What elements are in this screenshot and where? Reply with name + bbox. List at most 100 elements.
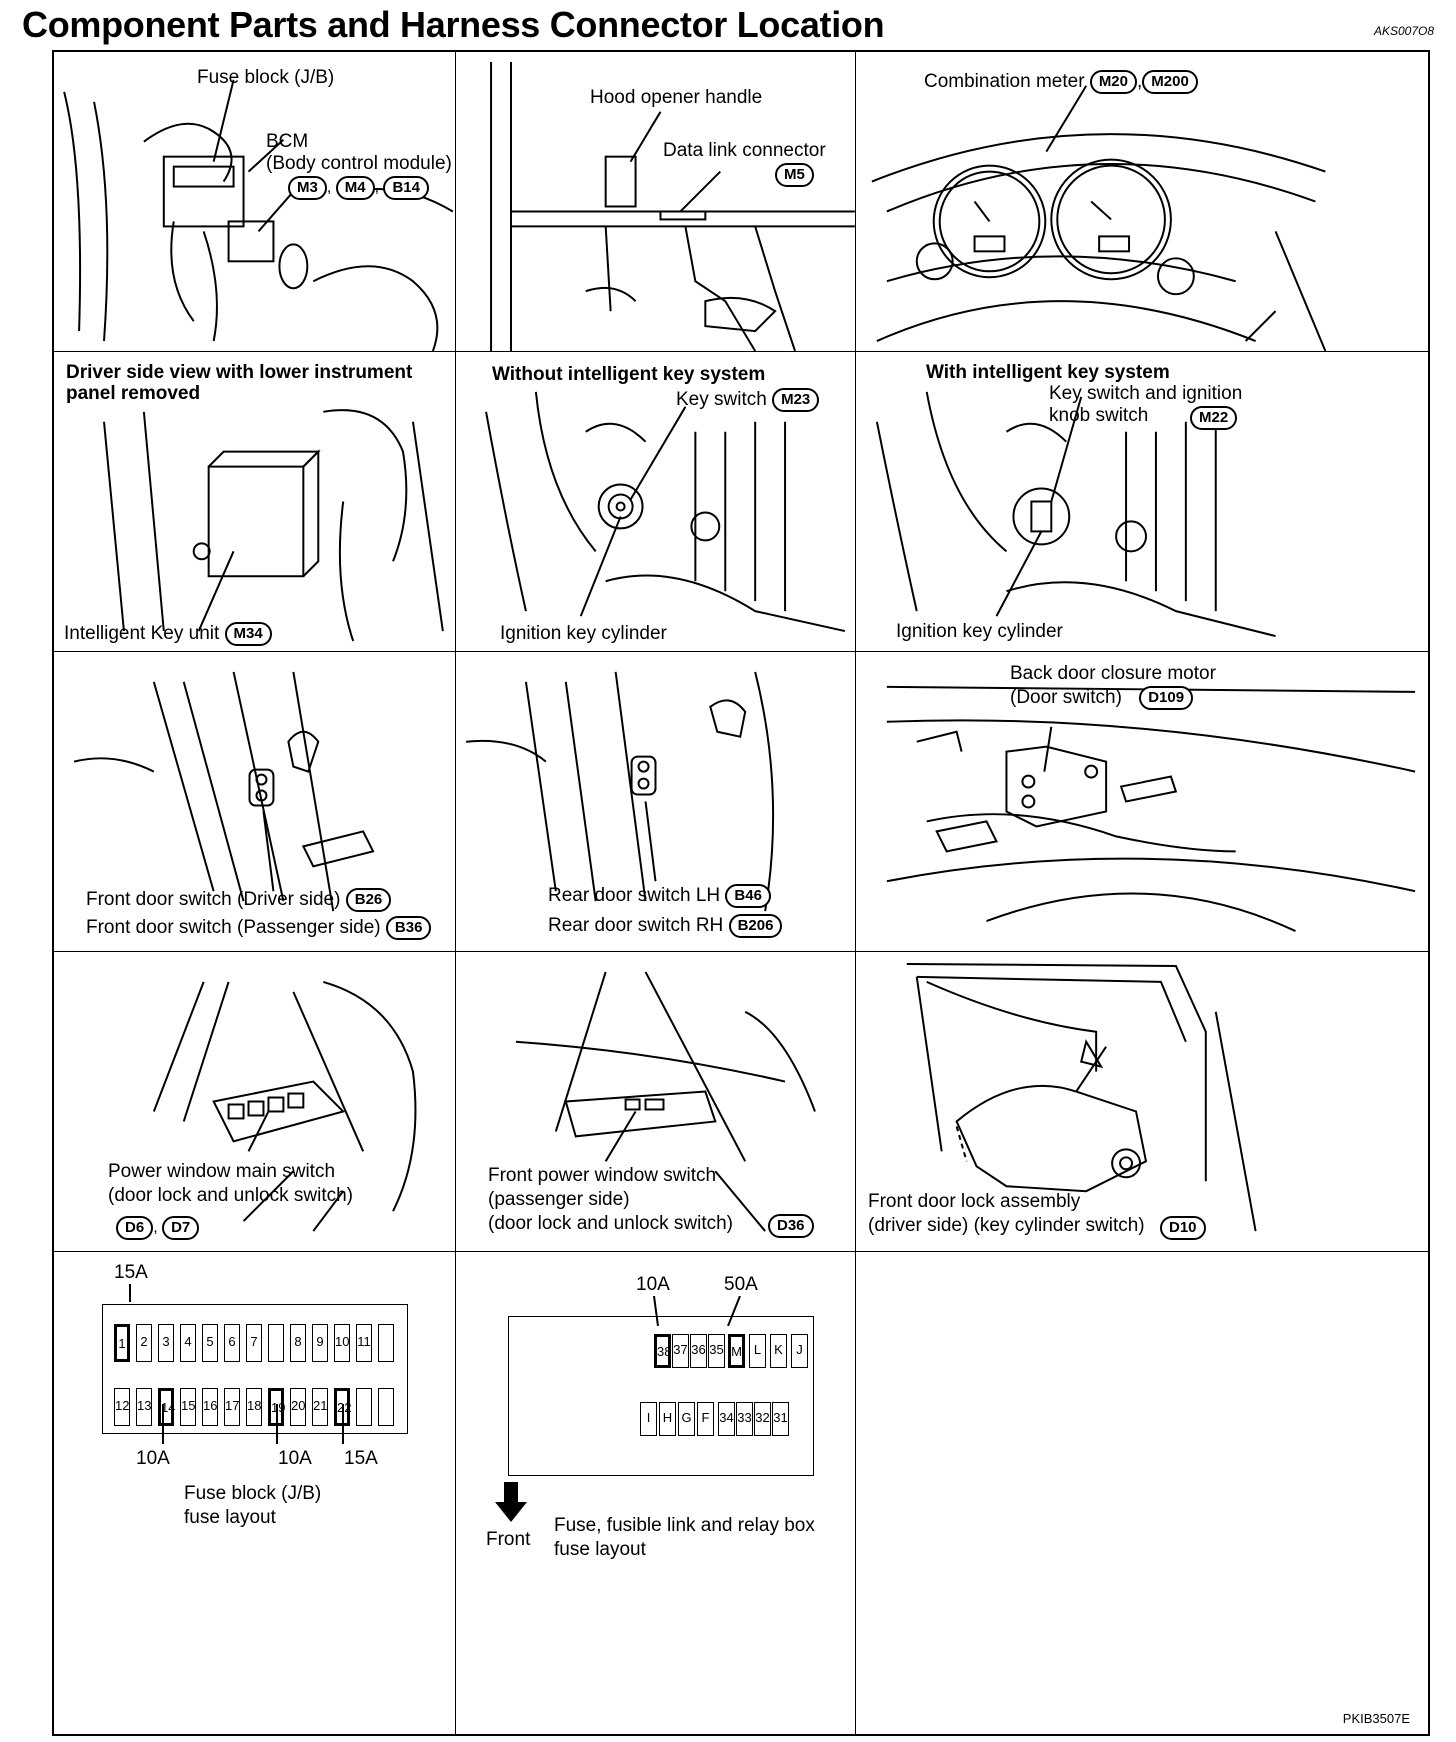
- panel-combination-meter: Combination meter M20,M200: [856, 52, 1430, 352]
- front-label: Front: [486, 1529, 531, 1550]
- fuse-slot: [378, 1388, 394, 1426]
- connector-badge: M20: [1089, 70, 1137, 94]
- panel-back-door-closure-motor: Back door closure motor (Door switch) D1…: [856, 652, 1430, 952]
- fuse-slot: J: [791, 1334, 808, 1368]
- front-door-lock-assembly-label: Front door lock assembly: [868, 1191, 1081, 1212]
- panel-header: panel removed: [66, 383, 201, 404]
- fuse-slot: L: [749, 1334, 766, 1368]
- connector-badge: B26: [345, 888, 392, 912]
- panel-data-link-connector: Hood opener handle Data link connector M…: [456, 52, 856, 352]
- fuse-slot: 10: [334, 1324, 350, 1362]
- bcm-full-label: (Body control module): [266, 153, 452, 174]
- rear-door-switch-rh-label: Rear door switch RH B206: [548, 914, 783, 938]
- front-door-switch-driver-label: Front door switch (Driver side) B26: [86, 888, 392, 912]
- panel-fuse-block-bcm: Fuse block (J/B) BCM (Body control modul…: [54, 52, 456, 352]
- figure-code: PKIB3507E: [1342, 1711, 1410, 1726]
- connector-badge: M4: [335, 176, 375, 200]
- back-door-closure-motor-illustration: [886, 685, 1416, 932]
- connector-badge: D10: [1160, 1216, 1206, 1240]
- leader-line: [342, 1404, 344, 1444]
- fuse-slot: M: [728, 1334, 745, 1368]
- fuse-slot: [268, 1324, 284, 1362]
- fuse-slot: 17: [224, 1388, 240, 1426]
- fuse-block-body: [102, 1304, 408, 1434]
- data-link-connector-illustration: [490, 61, 855, 351]
- passenger-side-label: (passenger side): [488, 1189, 630, 1210]
- fuse-slot: 12: [114, 1388, 130, 1426]
- panel-key-switch-with-ikey: With intelligent key system Key switch a…: [856, 352, 1430, 652]
- connector-badge: D109: [1139, 686, 1194, 710]
- document-code: AKS007O8: [1373, 24, 1434, 38]
- panel-front-power-window-switch: Front power window switch (passenger sid…: [456, 952, 856, 1252]
- rear-door-switch-lh-label: Rear door switch LH B46: [548, 884, 771, 908]
- connector-badge: M34: [224, 622, 272, 646]
- fuse-slot: 6: [224, 1324, 240, 1362]
- panel-front-door-lock-assembly: Front door lock assembly (driver side) (…: [856, 952, 1430, 1252]
- fuse-slot: 2: [136, 1324, 152, 1362]
- fuse-rating-label: 10A: [278, 1448, 312, 1469]
- fuse-rating-label: 15A: [344, 1448, 378, 1469]
- key-switch-label: Key switch M23: [676, 388, 820, 412]
- fuse-rating-label: 50A: [724, 1274, 758, 1295]
- bcm-connectors: M3, M4, B14: [288, 176, 429, 200]
- connector-badge: B36: [385, 916, 432, 940]
- ignition-key-cylinder-label: Ignition key cylinder: [500, 623, 667, 644]
- door-switch-label: (Door switch) D109: [1010, 686, 1194, 710]
- panel-power-window-main-switch: Power window main switch (door lock and …: [54, 952, 456, 1252]
- combination-meter-illustration: [871, 85, 1327, 351]
- intelligent-key-unit-illustration: [103, 409, 444, 642]
- leader-line: [129, 1284, 131, 1302]
- leader-line: [653, 1296, 659, 1326]
- fuse-slot: 36: [690, 1334, 707, 1368]
- panel-key-switch-without-ikey: Without intelligent key system Key switc…: [456, 352, 856, 652]
- front-door-lock-illustration: [906, 962, 1257, 1232]
- key-switch-ignition-label: Key switch and ignition: [1049, 383, 1243, 404]
- fuse-slot: 20: [290, 1388, 306, 1426]
- key-switch-illustration: [485, 391, 846, 633]
- fuse-rating-label: 10A: [136, 1448, 170, 1469]
- fuse-slot: 33: [736, 1402, 753, 1436]
- fuse-slot: 11: [356, 1324, 372, 1362]
- leader-line: [162, 1404, 164, 1444]
- fuse-slot: 1: [114, 1324, 130, 1362]
- data-link-connector-label: Data link connector: [663, 140, 826, 161]
- fuse-slot: 15: [180, 1388, 196, 1426]
- fuse-slot: 7: [246, 1324, 262, 1362]
- hood-opener-label: Hood opener handle: [590, 87, 763, 108]
- key-cylinder-switch-label: (driver side) (key cylinder switch): [868, 1215, 1145, 1236]
- back-door-closure-motor-label: Back door closure motor: [1010, 663, 1216, 684]
- fuse-rating-label: 15A: [114, 1262, 148, 1283]
- fuse-slot: G: [678, 1402, 695, 1436]
- fuse-slot: 32: [754, 1402, 771, 1436]
- front-door-switch-illustration: [73, 671, 375, 912]
- panel-header: Driver side view with lower instrument: [66, 362, 413, 383]
- panel-header: With intelligent key system: [926, 362, 1170, 383]
- rear-door-switch-illustration: [466, 671, 775, 912]
- fuse-block-illustration: [63, 79, 454, 351]
- fuse-slot: 3: [158, 1324, 174, 1362]
- fuse-slot: 18: [246, 1388, 262, 1426]
- page-title: Component Parts and Harness Connector Lo…: [22, 4, 885, 45]
- connector-badge: M5: [775, 163, 814, 187]
- fuse-slot: 37: [672, 1334, 689, 1368]
- ignition-knob-switch-illustration: [875, 391, 1276, 638]
- fuse-layout-caption: fuse layout: [554, 1539, 646, 1560]
- connector-badge: B206: [728, 914, 783, 938]
- leader-line: [727, 1296, 741, 1326]
- bcm-label: BCM: [266, 131, 309, 152]
- panel-empty: PKIB3507E: [856, 1252, 1430, 1734]
- fuse-slot: I: [640, 1402, 657, 1436]
- front-power-window-switch-label: Front power window switch: [488, 1165, 717, 1186]
- panel-header: Without intelligent key system: [492, 364, 766, 385]
- leader-line: [276, 1404, 278, 1444]
- fuse-slot: 5: [202, 1324, 218, 1362]
- fuse-slot: 9: [312, 1324, 328, 1362]
- knob-switch-label: knob switch: [1049, 405, 1149, 426]
- fuse-slot: 21: [312, 1388, 328, 1426]
- fuse-slot: 35: [708, 1334, 725, 1368]
- fuse-block-caption: Fuse block (J/B): [184, 1483, 322, 1504]
- fuse-slot: [356, 1388, 372, 1426]
- connector-badge: D36: [768, 1214, 814, 1238]
- fuse-slot: 38: [654, 1334, 671, 1368]
- connector-badge: B14: [383, 176, 429, 200]
